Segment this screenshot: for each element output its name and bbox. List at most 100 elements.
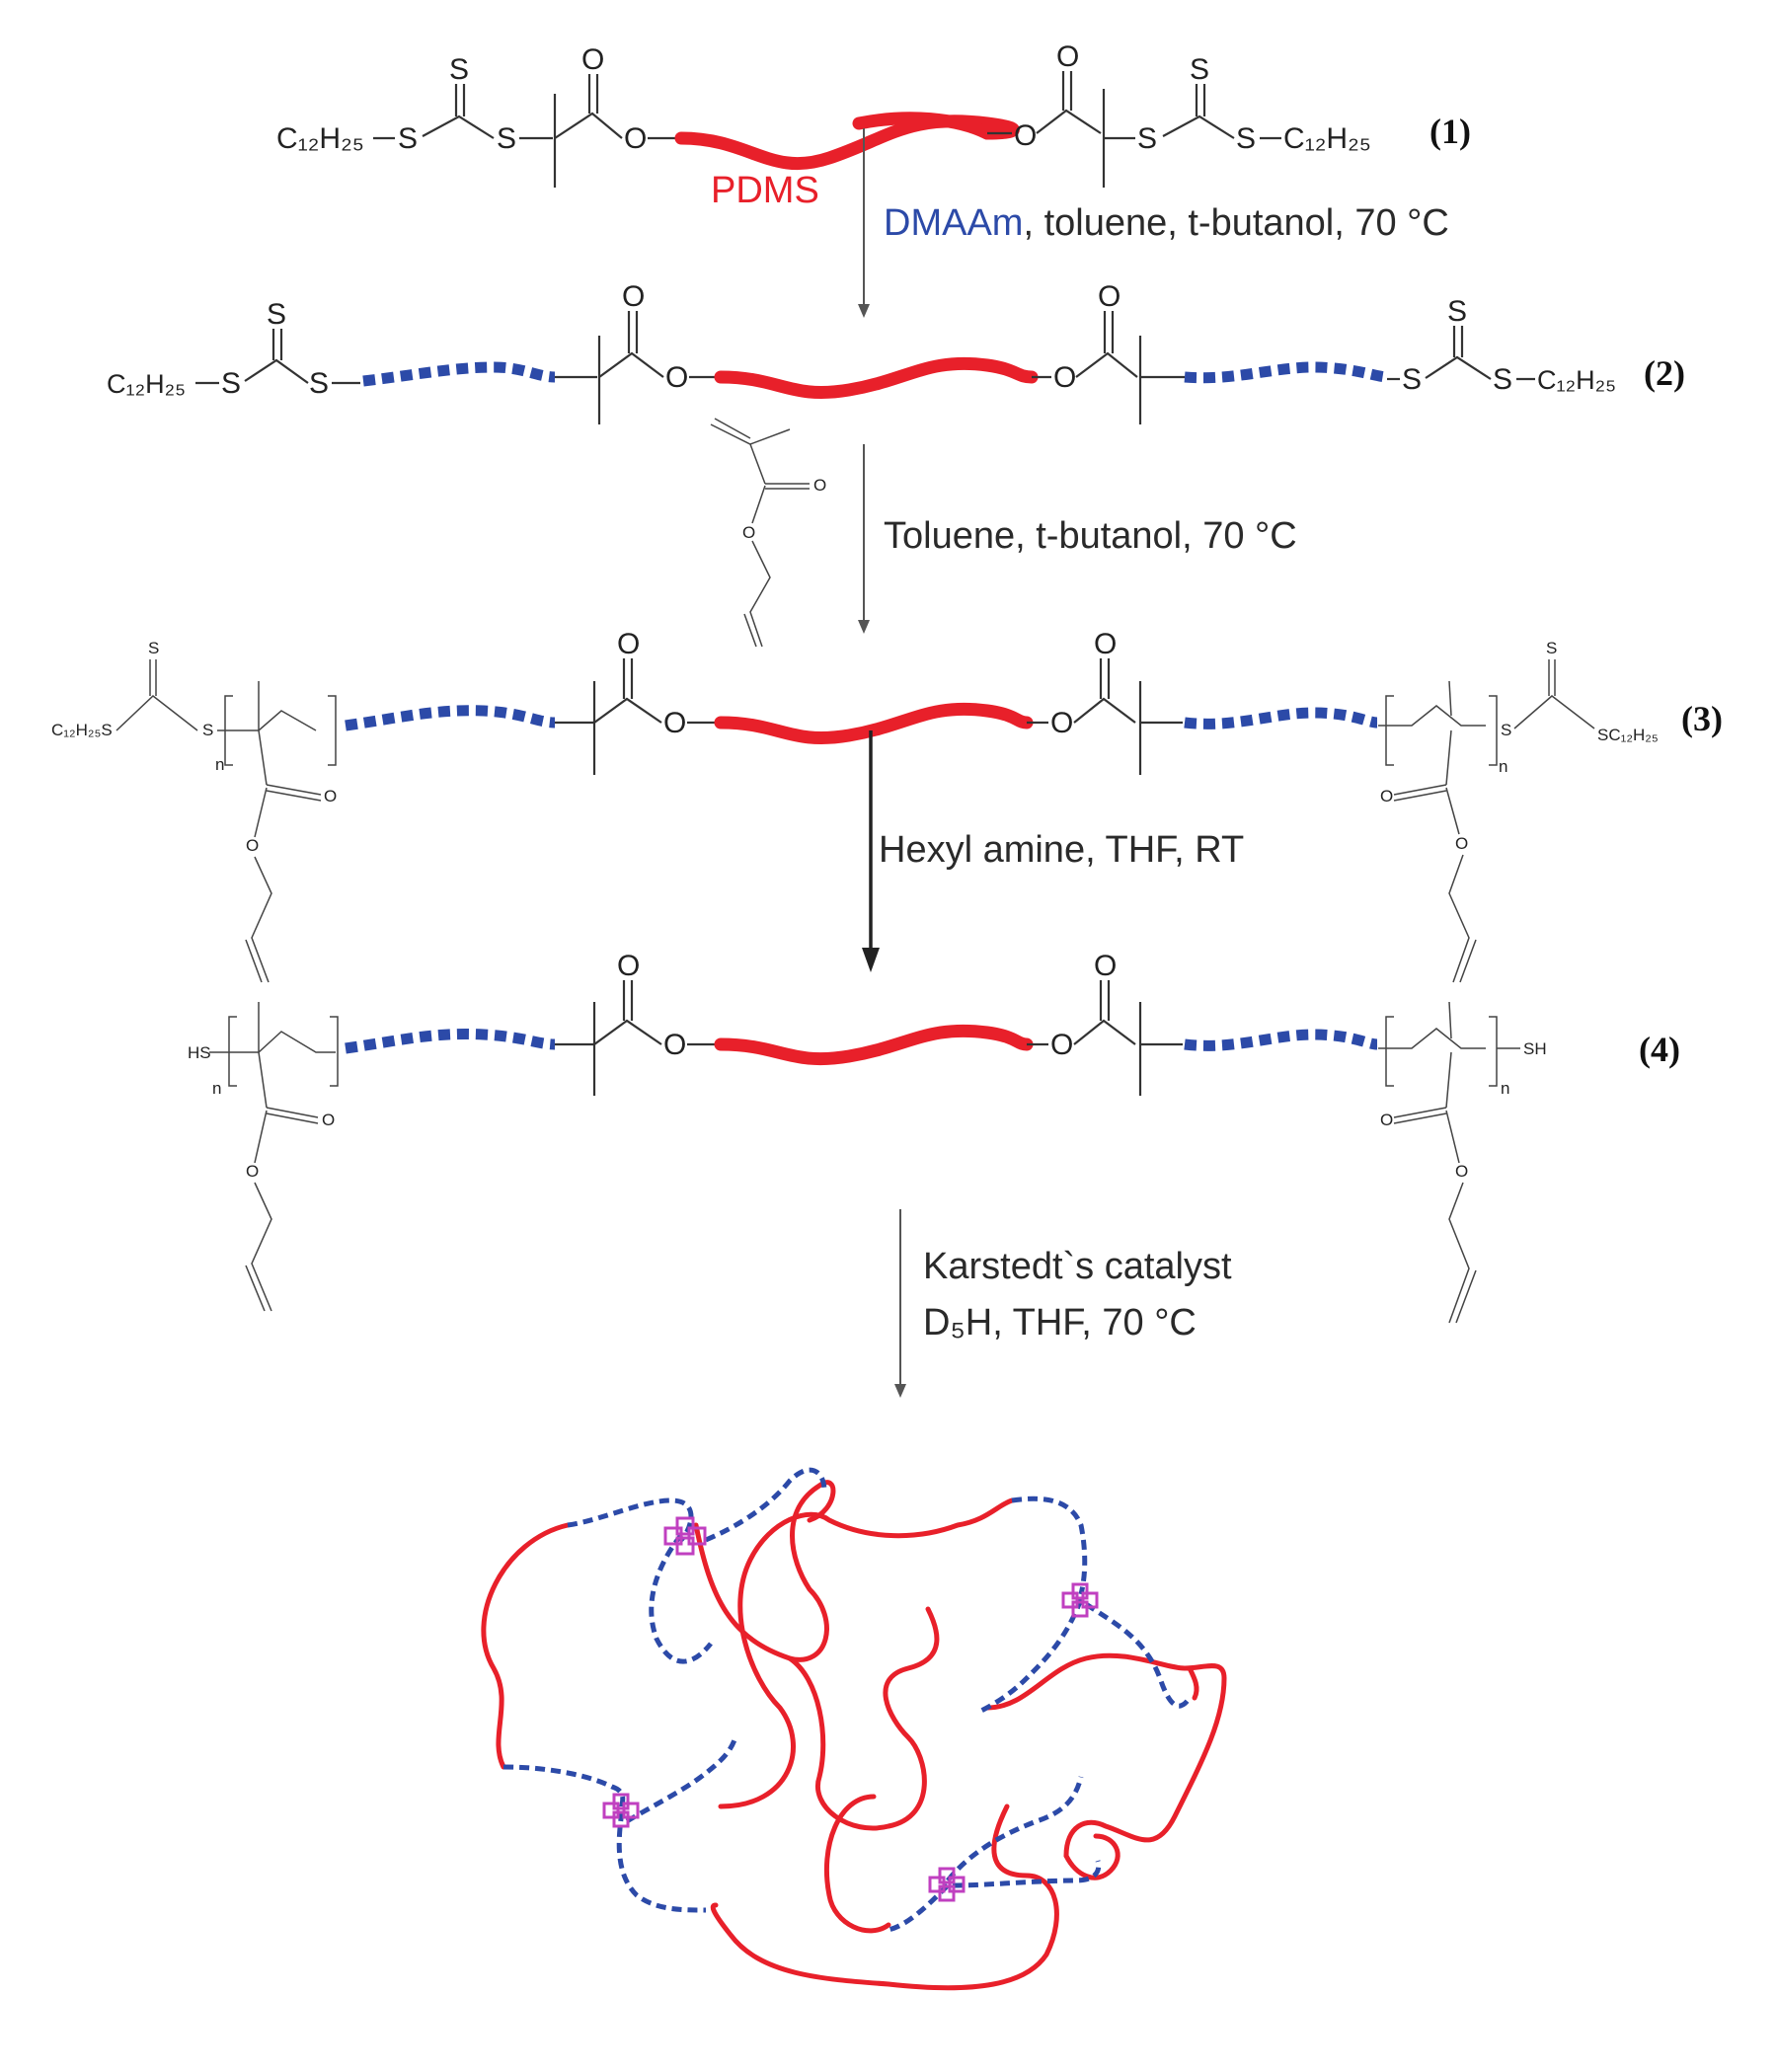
bond bbox=[593, 1019, 662, 1045]
network-dmaam-strand bbox=[616, 1810, 707, 1913]
network-dmaam-strand bbox=[502, 1764, 626, 1807]
dmaam-label: DMAAm bbox=[884, 202, 1023, 244]
repeat-n: n bbox=[1501, 1079, 1509, 1098]
oxygen-atom: O bbox=[1455, 834, 1468, 853]
repeat-n: n bbox=[212, 1079, 221, 1098]
bond bbox=[116, 695, 198, 731]
compound-label-4: (4) bbox=[1639, 1030, 1680, 1069]
compound-label-1: (1) bbox=[1429, 112, 1471, 151]
repeat-n: n bbox=[215, 755, 224, 774]
crosslink-node bbox=[602, 1793, 640, 1828]
bond bbox=[1448, 1001, 1452, 1039]
pdms-block-1b bbox=[852, 112, 994, 140]
bracket bbox=[1385, 1016, 1394, 1087]
network-pdms-strand bbox=[787, 1606, 940, 1831]
oxygen-atom: O bbox=[624, 122, 647, 155]
oxygen-atom: O bbox=[1094, 628, 1117, 660]
sulfur-atom: S bbox=[267, 298, 286, 331]
sulfur-atom: S bbox=[497, 122, 516, 155]
hs-left-4: HS bbox=[188, 1043, 211, 1062]
bond bbox=[266, 1107, 319, 1118]
crosslink-node bbox=[1061, 1582, 1099, 1618]
bond bbox=[244, 358, 309, 384]
bond bbox=[258, 729, 268, 786]
bond bbox=[1425, 355, 1492, 380]
pdms-block-4 bbox=[714, 1024, 1034, 1066]
bond bbox=[251, 856, 272, 983]
compound-2: C₁₂H₂₅ S S S O O O O S S S C₁₂H bbox=[107, 280, 1685, 424]
allyl-methacrylate-reagent: O O bbox=[710, 418, 826, 648]
bond bbox=[254, 787, 268, 838]
sulfur-atom: S bbox=[1501, 721, 1511, 739]
bond bbox=[422, 115, 495, 139]
bond bbox=[1448, 1182, 1470, 1324]
conditions-step-4-line1: Karstedt`s catalyst bbox=[923, 1246, 1232, 1287]
pdms-label: PDMS bbox=[711, 170, 819, 211]
dmaam-block-4-left bbox=[345, 1029, 556, 1054]
sulfur-atom: S bbox=[148, 639, 159, 657]
bond bbox=[258, 1051, 268, 1109]
bond bbox=[245, 1265, 266, 1312]
sulfur-atom: S bbox=[449, 53, 469, 86]
oxygen-atom: O bbox=[1098, 280, 1120, 313]
oxygen-atom: O bbox=[663, 1029, 686, 1061]
oxygen-atom: O bbox=[1050, 707, 1073, 739]
arrowhead-1 bbox=[858, 304, 870, 318]
sulfur-atom: S bbox=[1236, 122, 1256, 155]
oxygen-atom: O bbox=[617, 628, 640, 660]
sulfur-atom: S bbox=[202, 721, 213, 739]
bond bbox=[714, 418, 751, 439]
oxygen-atom: O bbox=[1380, 787, 1393, 806]
bracket bbox=[330, 1016, 339, 1087]
network-dmaam-strand bbox=[1011, 1496, 1088, 1595]
arrowhead-3 bbox=[862, 948, 880, 972]
network-pdms-strand bbox=[984, 1652, 1227, 1859]
conditions-step-4-line2: D₅H, THF, 70 °C bbox=[923, 1302, 1197, 1343]
bond bbox=[1378, 1028, 1486, 1049]
bond bbox=[1393, 784, 1447, 796]
bracket bbox=[228, 1016, 237, 1087]
crosslink-node bbox=[928, 1867, 966, 1902]
bond bbox=[217, 710, 317, 731]
bond bbox=[1513, 695, 1595, 729]
conditions-step-1-rest: , toluene, t-butanol, 70 °C bbox=[1023, 202, 1448, 244]
compound-label-2: (2) bbox=[1644, 353, 1685, 393]
dmaam-block-3-left bbox=[345, 705, 556, 731]
pdms-block-3 bbox=[714, 702, 1034, 744]
bond bbox=[749, 540, 771, 648]
bond bbox=[1459, 939, 1477, 983]
oxygen-atom: O bbox=[246, 1162, 259, 1181]
bond bbox=[1393, 790, 1447, 802]
pdms-block-2 bbox=[714, 356, 1039, 399]
crosslink-node bbox=[663, 1516, 707, 1556]
bond bbox=[1448, 680, 1452, 717]
network-pdms-strand bbox=[823, 1794, 891, 1934]
sulfur-atom: S bbox=[1190, 53, 1209, 86]
compound-1: C₁₂H₂₅ S S S O O PDMS O O S S S C₁₂H₂₅ bbox=[276, 40, 1471, 211]
bond bbox=[1445, 787, 1460, 835]
network-pdms-strand bbox=[1063, 1833, 1120, 1880]
conditions-step-3: Hexyl amine, THF, RT bbox=[879, 829, 1244, 871]
compound-label-3: (3) bbox=[1681, 699, 1723, 738]
c12h25s-left-3: C₁₂H₂₅S bbox=[51, 721, 113, 739]
bond bbox=[251, 1182, 272, 1312]
c12h25-left-2: C₁₂H₂₅ bbox=[107, 369, 186, 399]
bond bbox=[1393, 1113, 1447, 1124]
bond bbox=[266, 1113, 319, 1124]
oxygen-atom: O bbox=[1094, 950, 1117, 982]
network-dmaam-strand bbox=[649, 1533, 713, 1664]
network-dmaam-strand bbox=[705, 1467, 827, 1543]
bond bbox=[743, 613, 757, 648]
arrowhead-2 bbox=[858, 620, 870, 634]
oxygen-atom: O bbox=[622, 280, 645, 313]
network-dmaam-strand bbox=[975, 1598, 1084, 1716]
bond bbox=[593, 697, 662, 724]
oxygen-atom: O bbox=[1056, 40, 1079, 73]
pdms-block-1 bbox=[674, 115, 1020, 171]
sc12h25-right-3: SC₁₂H₂₅ bbox=[1597, 726, 1659, 744]
crosslinked-network bbox=[481, 1467, 1227, 1991]
bond bbox=[1036, 109, 1102, 134]
oxygen-atom: O bbox=[1053, 361, 1076, 394]
arrowhead-4 bbox=[894, 1384, 906, 1398]
network-pdms-strand bbox=[693, 1480, 836, 1662]
